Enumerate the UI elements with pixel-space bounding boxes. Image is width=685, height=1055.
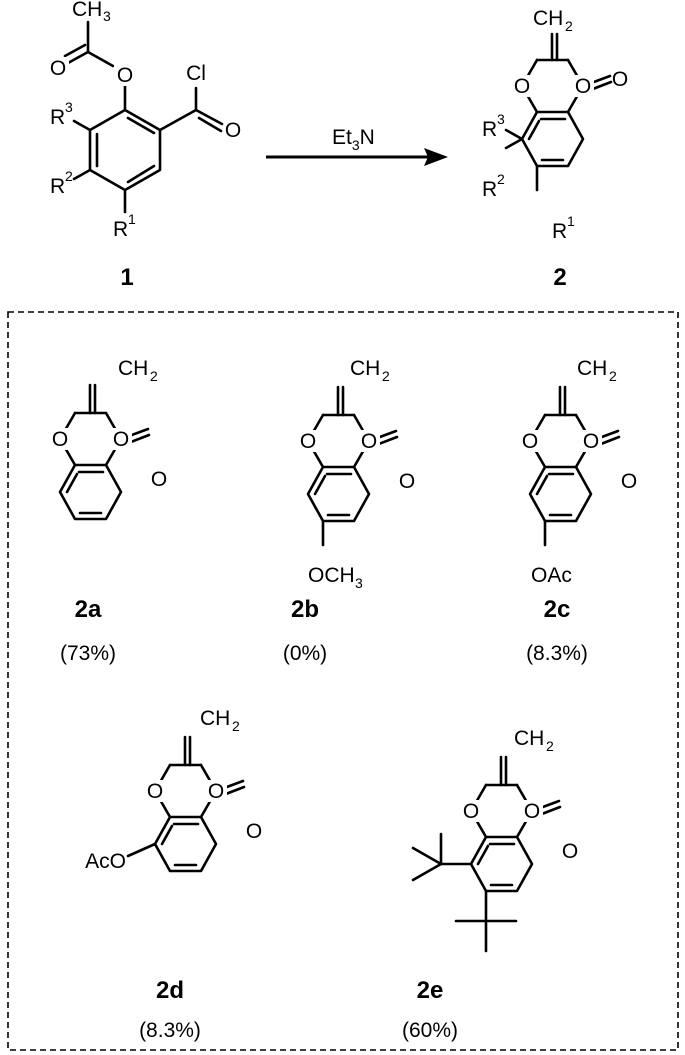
- atom-oxygen: O: [575, 75, 591, 98]
- atom-oxygen: O: [246, 820, 262, 843]
- product-2a-structure: O O O CH 2: [49, 357, 167, 521]
- atom-ch2-label: CH: [514, 727, 544, 750]
- atom-ch2-label: CH: [350, 357, 380, 380]
- atom-oxygen: O: [225, 119, 241, 142]
- reaction-arrow: [266, 148, 448, 166]
- product-scope-box: [7, 311, 679, 1051]
- atom-ch2-subscript: 2: [565, 18, 573, 34]
- atom-oxygen: O: [113, 428, 129, 451]
- atom-oxygen: O: [361, 430, 377, 453]
- compound-label-2e: 2e: [417, 977, 444, 1004]
- substituent-r1-superscript: 1: [128, 211, 136, 227]
- atom-ch2-subscript: 2: [546, 738, 554, 754]
- methoxy-subscript: 3: [355, 575, 363, 591]
- compound-label-2d: 2d: [156, 977, 184, 1004]
- atom-oxygen: O: [52, 428, 68, 451]
- atom-oxygen: O: [522, 430, 538, 453]
- atom-ch2-label: CH: [118, 357, 148, 380]
- product-2c-structure: O O O CH 2 OAc: [519, 357, 637, 587]
- substituent-r2-superscript: 2: [65, 168, 73, 184]
- product-2d-structure: O O O CH 2 AcO: [85, 707, 262, 873]
- substituent-r1: R: [113, 218, 128, 241]
- atom-oxygen: O: [612, 68, 628, 91]
- substituent-r3: R: [50, 106, 65, 129]
- atom-oxygen: O: [463, 800, 479, 823]
- product-2e-structure: O O O CH 2: [411, 727, 578, 953]
- atom-ch3-subscript: 3: [103, 8, 111, 24]
- atom-ch3-label: CH: [72, 0, 102, 21]
- substituent-r3: R: [482, 118, 497, 141]
- atom-oxygen: O: [621, 470, 637, 493]
- substituent-r1-superscript: 1: [567, 213, 575, 229]
- substituent-r2: R: [482, 178, 497, 201]
- yield-2c: (8.3%): [526, 642, 588, 665]
- atom-oxygen: O: [151, 468, 167, 491]
- atom-oxygen: O: [524, 800, 540, 823]
- atom-oxygen: O: [583, 430, 599, 453]
- product-2b-structure: O O O CH 2 OCH 3: [297, 357, 415, 591]
- yield-2e: (60%): [402, 1019, 458, 1042]
- atom-ch2-label: CH: [200, 707, 230, 730]
- atom-chlorine: Cl: [186, 62, 206, 85]
- reagent-n: N: [360, 126, 375, 149]
- atom-oxygen: O: [300, 430, 316, 453]
- compound-label-2c: 2c: [544, 596, 571, 623]
- substituent-r2-superscript: 2: [497, 171, 505, 187]
- atom-ch2-subscript: 2: [382, 368, 390, 384]
- atom-oxygen: O: [117, 64, 133, 87]
- acetoxy-label: AcO: [85, 850, 126, 873]
- substituent-r3-superscript: 3: [497, 111, 505, 127]
- atom-oxygen: O: [147, 780, 163, 803]
- atom-ch2-subscript: 2: [232, 718, 240, 734]
- yield-2d: (8.3%): [139, 1019, 201, 1042]
- compound-number-2: 2: [553, 264, 566, 291]
- atom-oxygen: O: [562, 840, 578, 863]
- compound-label-2a: 2a: [75, 596, 102, 623]
- substituent-r3-superscript: 3: [65, 99, 73, 115]
- product-2-structure: O O O CH 2 R 3 R 2 R 1: [482, 7, 628, 243]
- yield-2a: (73%): [60, 642, 116, 665]
- substituent-r2: R: [50, 175, 65, 198]
- yield-2b: (0%): [283, 642, 327, 665]
- atom-ch2-label: CH: [577, 357, 607, 380]
- reagent-et: Et: [332, 126, 352, 149]
- atom-oxygen: O: [50, 57, 66, 80]
- compound-number-1: 1: [120, 264, 133, 291]
- substituent-r1: R: [552, 220, 567, 243]
- reagent-label: Et3N: [332, 126, 375, 153]
- acetoxy-label: OAc: [531, 564, 572, 587]
- reagent-subscript: 3: [352, 137, 360, 153]
- atom-oxygen: O: [208, 780, 224, 803]
- reactant-1-structure: O O CH 3 Cl O R 3 R 2 R 1: [47, 0, 241, 241]
- atom-ch2-subscript: 2: [150, 368, 158, 384]
- methoxy-label: OCH: [308, 564, 355, 587]
- compound-label-2b: 2b: [291, 596, 319, 623]
- atom-ch2-subscript: 2: [609, 368, 617, 384]
- atom-oxygen: O: [514, 75, 530, 98]
- atom-oxygen: O: [399, 470, 415, 493]
- atom-ch2-label: CH: [533, 7, 563, 30]
